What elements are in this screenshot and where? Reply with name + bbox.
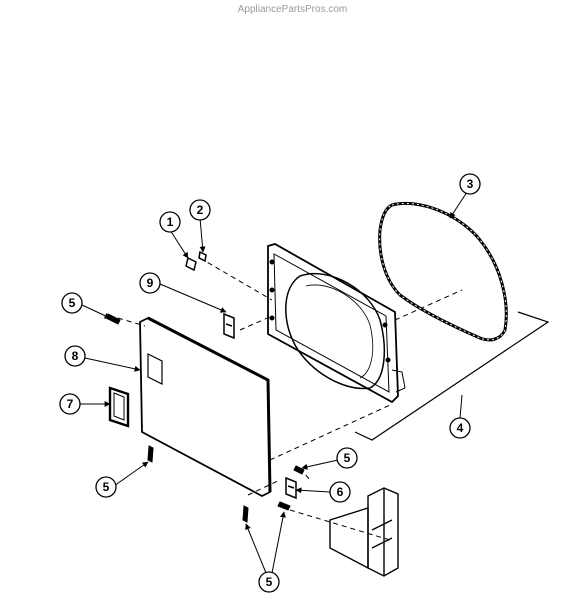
- front-panel: [267, 243, 406, 404]
- alignment-lines: [117, 257, 463, 541]
- callout-label: 2: [197, 203, 204, 217]
- callout-label: 1: [167, 215, 174, 229]
- hinge-part: [285, 476, 297, 500]
- callout-label: 5: [69, 296, 76, 310]
- door-gasket: [378, 201, 508, 342]
- leader-lines: [80, 191, 468, 574]
- callout-label: 7: [67, 397, 74, 411]
- callout-label: 5: [344, 451, 351, 465]
- screws: [105, 313, 305, 523]
- callout-label: 5: [103, 480, 110, 494]
- callout-5-left: 5: [95, 476, 117, 498]
- callout-5-top: 5: [61, 292, 83, 314]
- door-panel: [139, 316, 272, 498]
- callout-label: 5: [266, 575, 273, 589]
- callout-label: 8: [72, 349, 79, 363]
- callout-2: 2: [189, 199, 211, 221]
- callout-8: 8: [64, 345, 86, 367]
- callout-label: 4: [457, 421, 464, 435]
- callout-6: 6: [329, 481, 351, 503]
- base-outline: [354, 311, 550, 441]
- latch-strike: [223, 312, 235, 340]
- door-handle: [108, 386, 130, 428]
- callout-3: 3: [459, 173, 481, 195]
- callout-label: 6: [337, 485, 344, 499]
- watermark-text: AppliancePartsPros.com: [237, 4, 348, 15]
- callout-5-right: 5: [336, 447, 358, 469]
- callout-5-bottom: 5: [258, 571, 280, 593]
- callout-7: 7: [59, 393, 81, 415]
- lower-bracket: [329, 487, 399, 577]
- clip-parts: [185, 250, 207, 272]
- callout-1: 1: [159, 211, 181, 233]
- callout-9: 9: [139, 272, 161, 294]
- callout-4: 4: [449, 417, 471, 439]
- callout-label: 3: [467, 177, 474, 191]
- callout-label: 9: [147, 276, 154, 290]
